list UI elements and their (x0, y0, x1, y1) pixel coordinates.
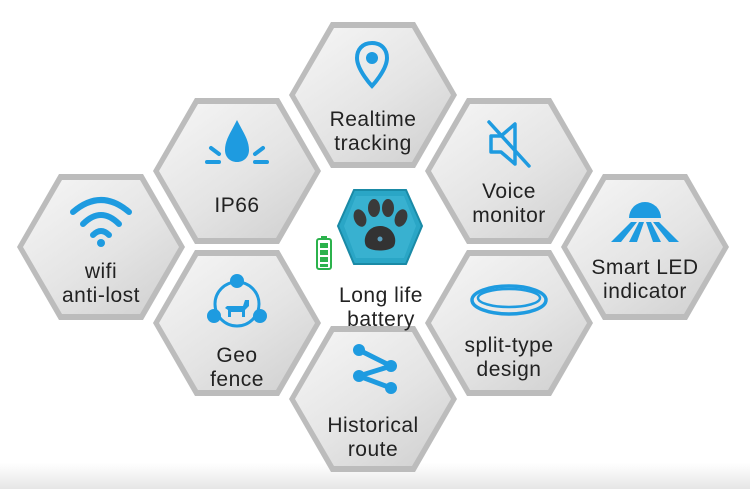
feature-label-realtime-2: tracking (334, 132, 412, 155)
dog-geofence-icon (207, 274, 267, 328)
feature-label-ip66: IP66 (214, 194, 260, 217)
hex-geo-fence: Geo fence (153, 250, 321, 396)
feature-label-geo-2: fence (210, 368, 264, 391)
feature-label-voice-1: Voice (482, 180, 536, 203)
wifi-icon (70, 197, 132, 247)
center-device-panel: Long life battery (300, 180, 450, 331)
ring-icon (470, 284, 548, 316)
feature-label-led-1: Smart LED (591, 256, 699, 279)
feature-label-wifi-1: wifi (84, 260, 118, 283)
hex-wifi-anti-lost: wifi anti-lost (17, 174, 185, 320)
speaker-muted-icon (487, 120, 531, 168)
battery-icon (316, 236, 332, 270)
feature-label-realtime-1: Realtime (329, 108, 417, 131)
feature-label-led-2: indicator (603, 280, 687, 303)
hex-smart-led: Smart LED indicator (561, 174, 729, 320)
hex-voice-monitor: Voice monitor (425, 98, 593, 244)
feature-label-voice-2: monitor (472, 204, 546, 227)
hex-ip66: IP66 (153, 98, 321, 244)
feature-label-split-2: design (476, 358, 542, 381)
paw-tracker-device-icon (336, 189, 424, 265)
hex-historical-route: Historical route (289, 326, 457, 472)
location-pin-icon (354, 40, 390, 89)
hex-realtime-tracking: Realtime tracking (289, 22, 457, 168)
feature-label-wifi-2: anti-lost (61, 284, 141, 307)
route-icon (353, 344, 397, 394)
feature-label-geo-1: Geo (216, 344, 258, 367)
water-drop-icon (205, 120, 269, 164)
led-light-icon (611, 202, 679, 242)
hex-split-type-design: split-type design (425, 250, 593, 396)
feature-label-battery-2: battery (347, 308, 415, 331)
feature-label-route-1: Historical (327, 414, 419, 437)
feature-label-battery-1: Long life (339, 284, 423, 307)
feature-label-split-1: split-type (464, 334, 554, 357)
feature-label-route-2: route (347, 438, 399, 461)
